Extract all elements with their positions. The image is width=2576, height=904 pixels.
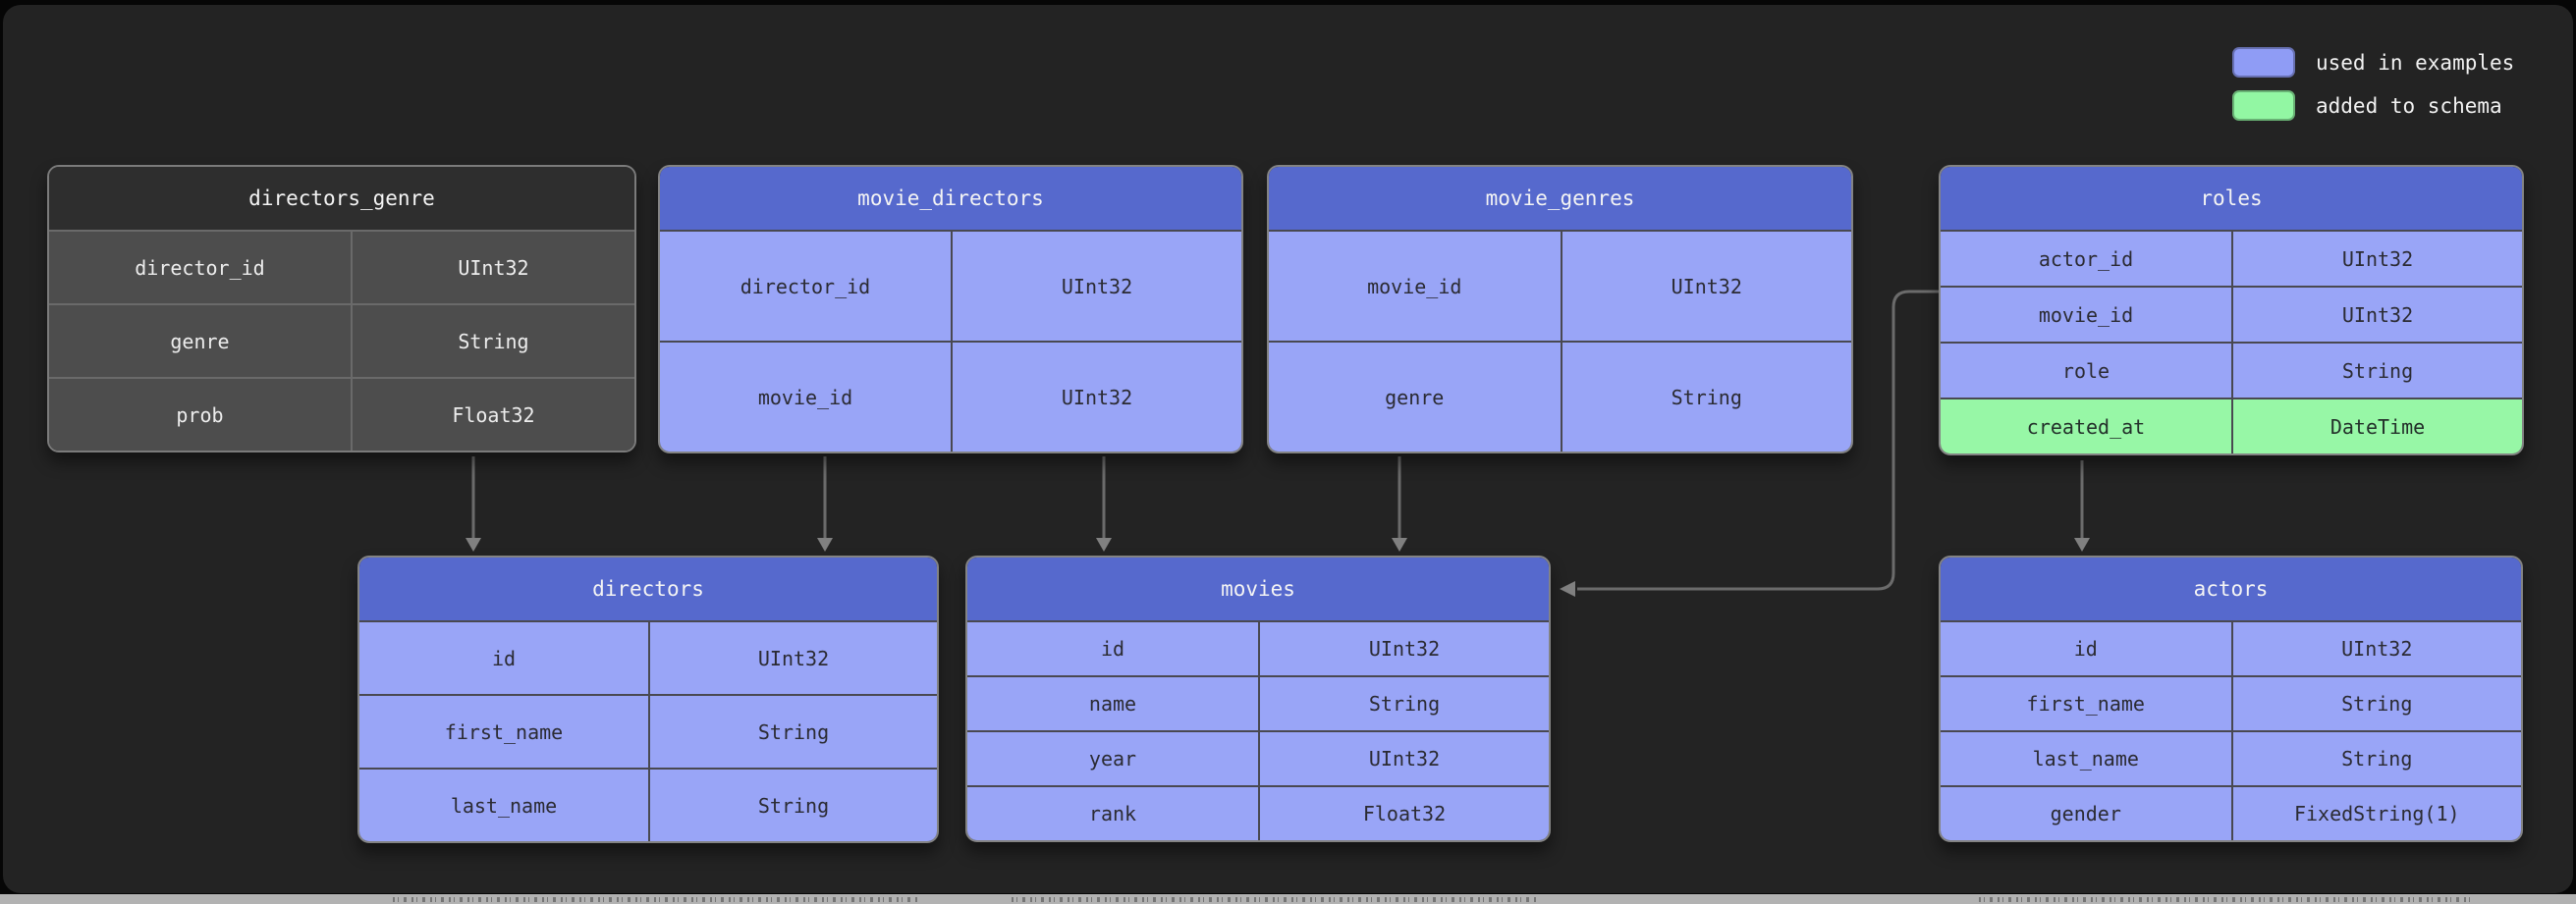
field-type-cell: Float32 [1258, 787, 1549, 840]
field-type-cell: String [350, 305, 634, 377]
field-type-cell: String [2231, 344, 2522, 398]
field-name-cell: prob [176, 402, 224, 427]
field-name-cell: director_id [740, 274, 871, 298]
field-row-movies-year: year UInt32 [967, 730, 1549, 785]
legend-label-added-to-schema: added to schema [2316, 93, 2502, 118]
field-type-cell: UInt32 [648, 622, 937, 694]
field-name-cell: genre [1385, 385, 1445, 409]
field-name-cell: genre [170, 329, 230, 353]
legend-item-used-in-examples: used in examples [2232, 47, 2514, 78]
field-type-cell: UInt32 [350, 232, 634, 303]
field-row-roles-role: role String [1941, 342, 2522, 398]
field-row-movies-id: id UInt32 [967, 620, 1549, 675]
field-name-cell: id [1100, 637, 1125, 661]
field-type-cell: DateTime [2231, 399, 2522, 453]
field-type-cell: UInt32 [2231, 288, 2522, 342]
field-name-cell: name [1088, 692, 1137, 716]
field-type-cell: String [1258, 677, 1549, 730]
field-name-cell: rank [1088, 802, 1137, 825]
field-row-movie_genres-movie_id: movie_id UInt32 [1269, 230, 1851, 341]
field-type-cell: UInt32 [1258, 732, 1549, 785]
legend-item-added-to-schema: added to schema [2232, 90, 2514, 121]
field-name-cell: movie_id [1367, 274, 1462, 298]
field-type-cell: Float32 [350, 379, 634, 451]
table-title-movie_directors: movie_directors [660, 167, 1241, 230]
table-title-movie_genres: movie_genres [1269, 167, 1851, 230]
field-row-actors-last_name: last_name String [1941, 730, 2521, 785]
field-row-movie_directors-director_id: director_id UInt32 [660, 230, 1241, 341]
table-title-directors: directors [359, 558, 937, 620]
field-row-directors_genre-director_id: director_id UInt32 [49, 230, 634, 303]
table-movie_genres: movie_genres movie_id UInt32 genre String [1267, 165, 1853, 453]
field-name-cell: id [2073, 637, 2098, 661]
field-type-cell: FixedString(1) [2230, 787, 2522, 840]
field-type-cell: UInt32 [1560, 232, 1852, 341]
legend-label-used-in-examples: used in examples [2316, 50, 2515, 75]
table-directors_genre: directors_genre director_id UInt32 genre Str… [47, 165, 636, 452]
field-row-directors_genre-prob: prob Float32 [49, 377, 634, 451]
field-name-cell: first_name [2026, 692, 2145, 716]
field-name-cell: last_name [2032, 747, 2139, 771]
field-row-directors-id: id UInt32 [359, 620, 937, 694]
field-row-roles-actor_id: actor_id UInt32 [1941, 230, 2522, 286]
field-name-cell: gender [2050, 802, 2121, 825]
field-row-movie_genres-genre: genre String [1269, 341, 1851, 452]
field-type-cell: UInt32 [2231, 232, 2522, 286]
legend: used in examples added to schema [2232, 47, 2514, 121]
field-name-cell: first_name [444, 719, 564, 744]
field-row-roles-created_at: created_at DateTime [1941, 398, 2522, 453]
field-row-movies-rank: rank Float32 [967, 785, 1549, 840]
field-type-cell: UInt32 [2230, 622, 2522, 675]
field-name-cell: movie_id [757, 385, 853, 409]
field-type-cell: String [1560, 343, 1852, 452]
field-type-cell: UInt32 [951, 232, 1241, 341]
field-name-cell: last_name [450, 793, 558, 818]
field-type-cell: String [648, 696, 937, 768]
field-row-actors-id: id UInt32 [1941, 620, 2521, 675]
field-name-cell: movie_id [2038, 302, 2134, 327]
field-row-directors-last_name: last_name String [359, 768, 937, 841]
field-row-movies-name: name String [967, 675, 1549, 730]
field-row-roles-movie_id: movie_id UInt32 [1941, 286, 2522, 342]
field-name-cell: role [2061, 358, 2110, 383]
sliver-text-fragment [1979, 897, 2475, 902]
field-row-directors-first_name: first_name String [359, 694, 937, 768]
field-row-directors_genre-genre: genre String [49, 303, 634, 377]
field-name-cell: director_id [135, 255, 265, 280]
field-row-actors-gender: gender FixedString(1) [1941, 785, 2521, 840]
sliver-text-fragment [1012, 897, 1537, 902]
legend-swatch-used-in-examples [2232, 47, 2295, 78]
field-type-cell: UInt32 [951, 343, 1241, 452]
field-name-cell: id [491, 646, 517, 670]
sliver-text-fragment [393, 897, 918, 902]
table-title-directors_genre: directors_genre [49, 167, 634, 230]
field-type-cell: String [2230, 732, 2522, 785]
field-row-movie_directors-movie_id: movie_id UInt32 [660, 341, 1241, 452]
field-type-cell: UInt32 [1258, 622, 1549, 675]
table-title-actors: actors [1941, 558, 2521, 620]
field-type-cell: String [2230, 677, 2522, 730]
field-name-cell: actor_id [2038, 246, 2134, 271]
table-title-movies: movies [967, 558, 1549, 620]
field-type-cell: String [648, 770, 937, 841]
table-title-roles: roles [1941, 167, 2522, 230]
field-name-cell: created_at [2026, 414, 2146, 439]
field-row-actors-first_name: first_name String [1941, 675, 2521, 730]
legend-swatch-added-to-schema [2232, 90, 2295, 121]
field-name-cell: year [1088, 747, 1137, 771]
